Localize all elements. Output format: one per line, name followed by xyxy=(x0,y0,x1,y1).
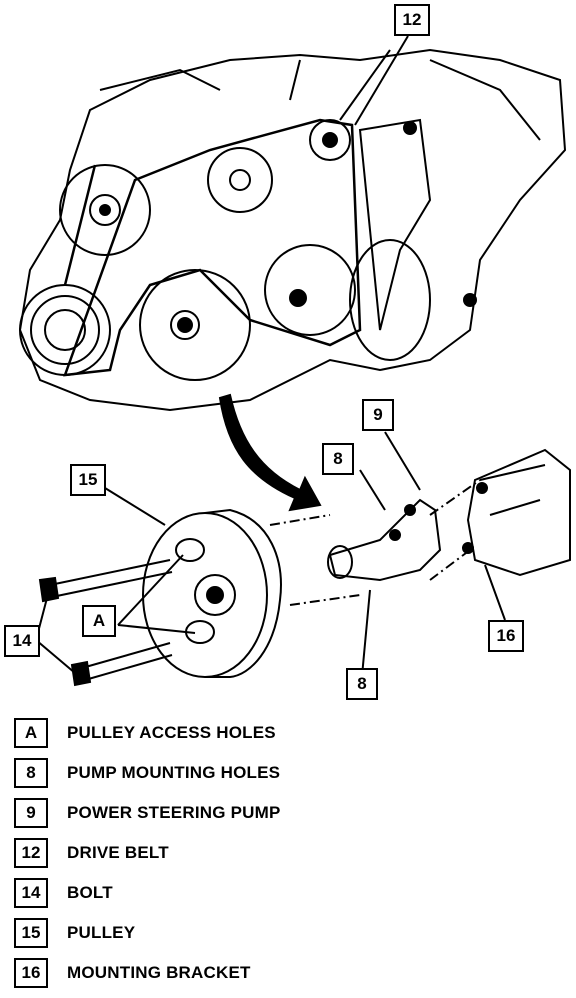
legend-key: 12 xyxy=(14,838,48,868)
legend-row: 15 PULLEY xyxy=(14,918,554,958)
installation-arrow xyxy=(218,393,322,512)
bolt-upper xyxy=(49,559,173,598)
legend-row: A PULLEY ACCESS HOLES xyxy=(14,718,554,758)
legend-label: PULLEY ACCESS HOLES xyxy=(67,723,276,742)
callout-9: 9 xyxy=(362,399,394,431)
legend-key: 9 xyxy=(14,798,48,828)
legend-row: 9 POWER STEERING PUMP xyxy=(14,798,554,838)
mounting-bracket xyxy=(466,448,571,577)
crank-pulley xyxy=(19,284,111,376)
legend-key: A xyxy=(14,718,48,748)
legend-row: 12 DRIVE BELT xyxy=(14,838,554,878)
legend: A PULLEY ACCESS HOLES 8 PUMP MOUNTING HO… xyxy=(14,718,554,998)
idler-pulley xyxy=(207,147,273,213)
water-pump-pulley xyxy=(59,164,151,256)
legend-label: MOUNTING BRACKET xyxy=(67,963,251,982)
callout-A: A xyxy=(82,605,116,637)
legend-label: PULLEY xyxy=(67,923,136,942)
callout-14: 14 xyxy=(4,625,40,657)
engine-exploded-drawing xyxy=(18,35,571,687)
callout-15: 15 xyxy=(70,464,106,496)
access-hole-upper xyxy=(175,538,205,562)
legend-row: 14 BOLT xyxy=(14,878,554,918)
legend-key: 15 xyxy=(14,918,48,948)
pulley-15-face xyxy=(142,512,268,678)
ps-pulley-installed xyxy=(139,269,251,381)
callout-8-bottom: 8 xyxy=(346,668,378,700)
power-steering-pump xyxy=(328,498,442,582)
legend-label: PUMP MOUNTING HOLES xyxy=(67,763,281,782)
ac-compressor-pulley xyxy=(264,244,356,336)
legend-key: 8 xyxy=(14,758,48,788)
callout-16: 16 xyxy=(488,620,524,652)
legend-key: 14 xyxy=(14,878,48,908)
callout-12: 12 xyxy=(394,4,430,36)
legend-label: POWER STEERING PUMP xyxy=(67,803,281,822)
legend-key: 16 xyxy=(14,958,48,988)
legend-label: BOLT xyxy=(67,883,113,902)
legend-row: 16 MOUNTING BRACKET xyxy=(14,958,554,998)
legend-row: 8 PUMP MOUNTING HOLES xyxy=(14,758,554,798)
callout-8-top: 8 xyxy=(322,443,354,475)
tensioner-pulley xyxy=(309,119,351,161)
bolt-lower xyxy=(81,642,173,681)
drive-belt-path xyxy=(63,118,362,377)
legend-label: DRIVE BELT xyxy=(67,843,169,862)
